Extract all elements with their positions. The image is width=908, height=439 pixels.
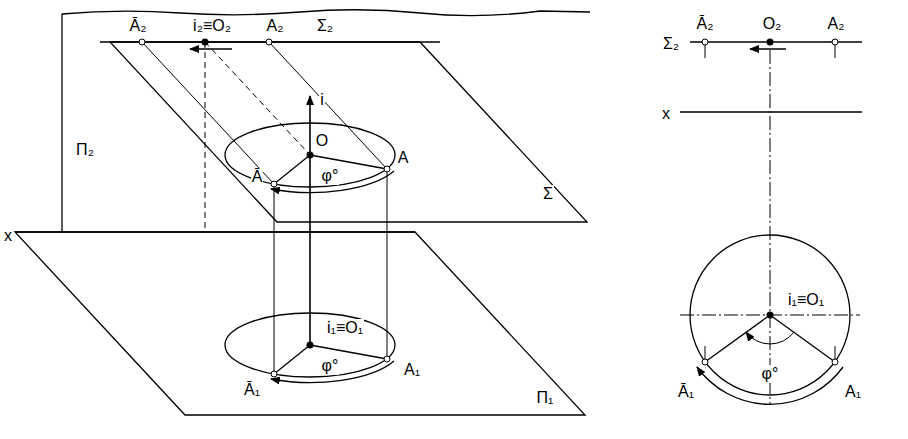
point-dot <box>702 39 708 45</box>
axis-label: x <box>661 105 671 123</box>
point-dot <box>767 312 774 319</box>
point-dot <box>271 371 277 377</box>
point-label: A₁ <box>844 383 862 401</box>
point-label: Ā <box>251 168 264 186</box>
angle-label: φ° <box>761 365 780 383</box>
plane-label: Σ₂ <box>662 35 680 53</box>
horizontal-plane <box>15 232 585 415</box>
point-dot <box>307 152 314 159</box>
point-label: Ā₂ <box>129 17 148 35</box>
angle-arc <box>746 332 794 344</box>
sigma-plane <box>110 42 587 222</box>
direction-arrow <box>190 48 232 49</box>
axis-label: i <box>319 91 325 109</box>
center-line <box>770 50 771 405</box>
point-dot <box>202 39 209 46</box>
point-dot <box>139 39 145 45</box>
angle-label: φ° <box>321 357 340 375</box>
plane-label: Σ <box>542 185 554 203</box>
point-label: A₂ <box>827 15 846 33</box>
projection-line <box>274 184 275 374</box>
axis-label: x <box>3 227 13 245</box>
point-dot <box>266 39 272 45</box>
axis-point-label: i₁≡O₁ <box>787 291 825 309</box>
radius-line <box>274 345 310 374</box>
point-dot <box>307 342 314 349</box>
radius-line <box>705 315 770 362</box>
point-dot <box>271 181 277 187</box>
projection-line <box>269 42 387 169</box>
rotation-circle <box>690 235 850 395</box>
point-dot <box>702 359 708 365</box>
point-label: Ā₂ <box>696 15 715 33</box>
point-label: O <box>315 132 329 150</box>
point-label: O₂ <box>762 15 783 33</box>
point-label: A <box>397 149 410 167</box>
rotation-circle-projection <box>225 313 395 377</box>
direction-arrow <box>750 48 786 49</box>
angle-label: φ° <box>321 167 340 185</box>
projection-line <box>205 42 310 155</box>
point-dot <box>832 39 838 45</box>
point-dot <box>384 166 390 172</box>
plane-label: Σ₂ <box>316 17 334 35</box>
plane-label: Π₁ <box>536 389 555 407</box>
point-label: Ā₁ <box>243 381 261 399</box>
radius-line <box>770 315 835 362</box>
axis-point-label: i₂≡O₂ <box>192 17 232 35</box>
axis-point-label: i₁≡O₁ <box>326 319 364 337</box>
rotation-axis <box>309 96 311 345</box>
point-dot <box>384 356 390 362</box>
point-label: A₂ <box>266 17 285 35</box>
rotation-circle <box>225 123 395 187</box>
plane-label: Π₂ <box>75 141 95 159</box>
projection-line <box>205 42 206 232</box>
point-label: Ā₁ <box>677 383 695 401</box>
projection-line <box>142 42 274 184</box>
point-dot <box>832 359 838 365</box>
radius-line <box>274 155 310 184</box>
point-label: A₁ <box>403 361 421 379</box>
frontal-plane <box>62 10 590 232</box>
x-axis <box>680 111 862 112</box>
point-dot <box>767 39 774 46</box>
